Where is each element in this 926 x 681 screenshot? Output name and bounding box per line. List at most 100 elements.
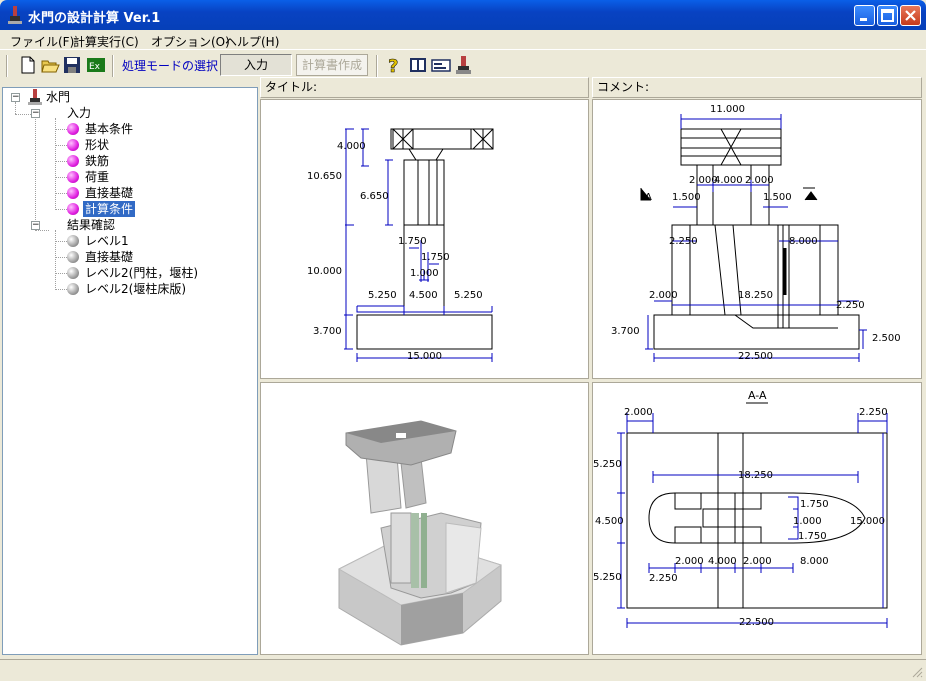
dim-i: 18.250: [738, 290, 773, 301]
dim-r1: 1.750: [800, 499, 829, 510]
side-view-drawing: 11.000 2.000 4.000 2.000 1.500 1.500 2.2…: [611, 104, 901, 362]
dim-b5: 2.250: [649, 573, 678, 584]
toolbar: Ex 処理モードの選択 入力 計算書作成 ?: [0, 51, 926, 78]
close-icon: [905, 10, 916, 21]
dim-footing-h: 3.700: [313, 326, 342, 337]
open-folder-icon[interactable]: [40, 55, 60, 75]
3d-model-drawing: [337, 420, 503, 646]
tree-item-level2-slab[interactable]: レベル2(堰柱床版): [85, 282, 186, 296]
tree-line: [55, 257, 67, 258]
dim-inner-w: 18.250: [738, 470, 773, 481]
dim-tr: 2.250: [859, 407, 888, 418]
toolbar-separator: [376, 55, 378, 77]
watergate-icon[interactable]: [454, 55, 474, 75]
tree-group-input[interactable]: 入力: [67, 106, 92, 120]
window-title: 水門の設計計算 Ver.1: [28, 11, 161, 26]
manual-book-icon[interactable]: [408, 55, 428, 75]
menu-help[interactable]: ヘルプ(H): [225, 35, 280, 49]
dim-w2: 1.750: [421, 252, 450, 263]
dim-k: 3.700: [611, 326, 640, 337]
resize-grip-icon[interactable]: [911, 666, 923, 678]
minimize-button[interactable]: [854, 5, 875, 26]
3d-view-panel[interactable]: [260, 382, 589, 655]
tree-root[interactable]: 水門: [46, 90, 71, 104]
dim-total-h: 10.650: [307, 171, 342, 182]
dim-left: 5.250: [368, 290, 397, 301]
tree-item-shape[interactable]: 形状: [85, 138, 110, 152]
close-button[interactable]: [900, 5, 921, 26]
front-view-panel[interactable]: 4.000 10.650 6.650 1.750 1.750 1.000 10.…: [260, 99, 589, 379]
status-pink-icon: [67, 203, 79, 215]
tree-line: [55, 161, 67, 162]
menu-bar: ファイル(F) 計算実行(C) オプション(O) ヘルプ(H): [0, 30, 926, 50]
dim-base-w: 22.500: [738, 351, 773, 362]
dim-f: 2.250: [669, 236, 698, 247]
tree-item-level1[interactable]: レベル1: [85, 234, 129, 248]
project-tree: − 水門 − 入力 基本条件 形状 鉄筋 荷重 直接基礎 計算条件 − 結果確認…: [2, 87, 258, 655]
watergate-icon: [28, 89, 42, 105]
dim-base-w: 22.500: [739, 617, 774, 628]
toolbar-separator: [112, 55, 114, 77]
maximize-button[interactable]: [877, 5, 898, 26]
tree-collapse-input[interactable]: −: [31, 108, 40, 118]
export-icon[interactable]: Ex: [86, 55, 106, 75]
side-view-panel[interactable]: 11.000 2.000 4.000 2.000 1.500 1.500 2.2…: [592, 99, 922, 379]
status-bar: [0, 659, 926, 681]
svg-text:?: ?: [388, 56, 398, 75]
plan-view-panel[interactable]: A-A 2.000 2.250 5.250 18.250 4.500 1.750…: [592, 382, 922, 655]
save-icon[interactable]: [62, 55, 82, 75]
dim-base-w: 15.000: [407, 351, 442, 362]
tree-item-load[interactable]: 荷重: [85, 170, 110, 184]
dim-top-w: 11.000: [710, 104, 745, 115]
help-icon[interactable]: ?: [384, 55, 404, 75]
status-pink-icon: [67, 187, 79, 199]
input-mode-button[interactable]: 入力: [220, 54, 292, 76]
status-pink-icon: [67, 123, 79, 135]
info-card-icon[interactable]: [431, 55, 451, 75]
dim-w1: 1.750: [398, 236, 427, 247]
dim-mid: 4.500: [409, 290, 438, 301]
title-bar[interactable]: 水門の設計計算 Ver.1: [0, 0, 926, 30]
dim-b4: 8.000: [800, 556, 829, 567]
dim-total-h: 15.000: [850, 516, 885, 527]
tree-line: [55, 273, 67, 274]
tree-line: [35, 230, 49, 231]
dim-c: 2.000: [745, 175, 774, 186]
status-pink-icon: [67, 171, 79, 183]
tree-collapse-root[interactable]: −: [11, 92, 20, 102]
status-gray-icon: [67, 267, 79, 279]
dim-r2: 1.000: [793, 516, 822, 527]
tree-item-rebar[interactable]: 鉄筋: [85, 154, 110, 168]
tree-line: [55, 129, 67, 130]
dim-j: 2.250: [836, 300, 865, 311]
status-gray-icon: [67, 235, 79, 247]
dim-bot-h: 5.250: [593, 572, 622, 583]
dim-left-h: 5.250: [593, 459, 622, 470]
tree-line: [15, 114, 31, 115]
new-file-icon[interactable]: [18, 55, 38, 75]
menu-file[interactable]: ファイル(F): [10, 35, 75, 49]
title-header: タイトル:: [260, 77, 589, 98]
tree-item-calc-condition[interactable]: 計算条件: [83, 201, 136, 217]
dim-h: 2.000: [649, 290, 678, 301]
tree-item-basic[interactable]: 基本条件: [85, 122, 134, 136]
tree-line: [55, 118, 56, 208]
tree-item-foundation[interactable]: 直接基礎: [85, 186, 134, 200]
dim-l: 2.500: [872, 333, 901, 344]
dim-b2: 4.000: [708, 556, 737, 567]
tree-item-level2-pier[interactable]: レベル2(門柱，堰柱): [85, 266, 198, 280]
dim-tl: 2.000: [624, 407, 653, 418]
menu-option[interactable]: オプション(O): [151, 35, 230, 49]
tree-item-result-foundation[interactable]: 直接基礎: [85, 250, 134, 264]
report-mode-button[interactable]: 計算書作成: [296, 54, 368, 76]
dim-e: 1.500: [763, 192, 792, 203]
status-gray-icon: [67, 283, 79, 295]
dim-top-h: 4.000: [337, 141, 366, 152]
dim-b: 4.000: [714, 175, 743, 186]
tree-line: [55, 241, 67, 242]
status-pink-icon: [67, 139, 79, 151]
tree-collapse-result[interactable]: −: [31, 220, 40, 230]
menu-calc[interactable]: 計算実行(C): [73, 35, 139, 49]
tree-group-result[interactable]: 結果確認: [67, 218, 116, 232]
